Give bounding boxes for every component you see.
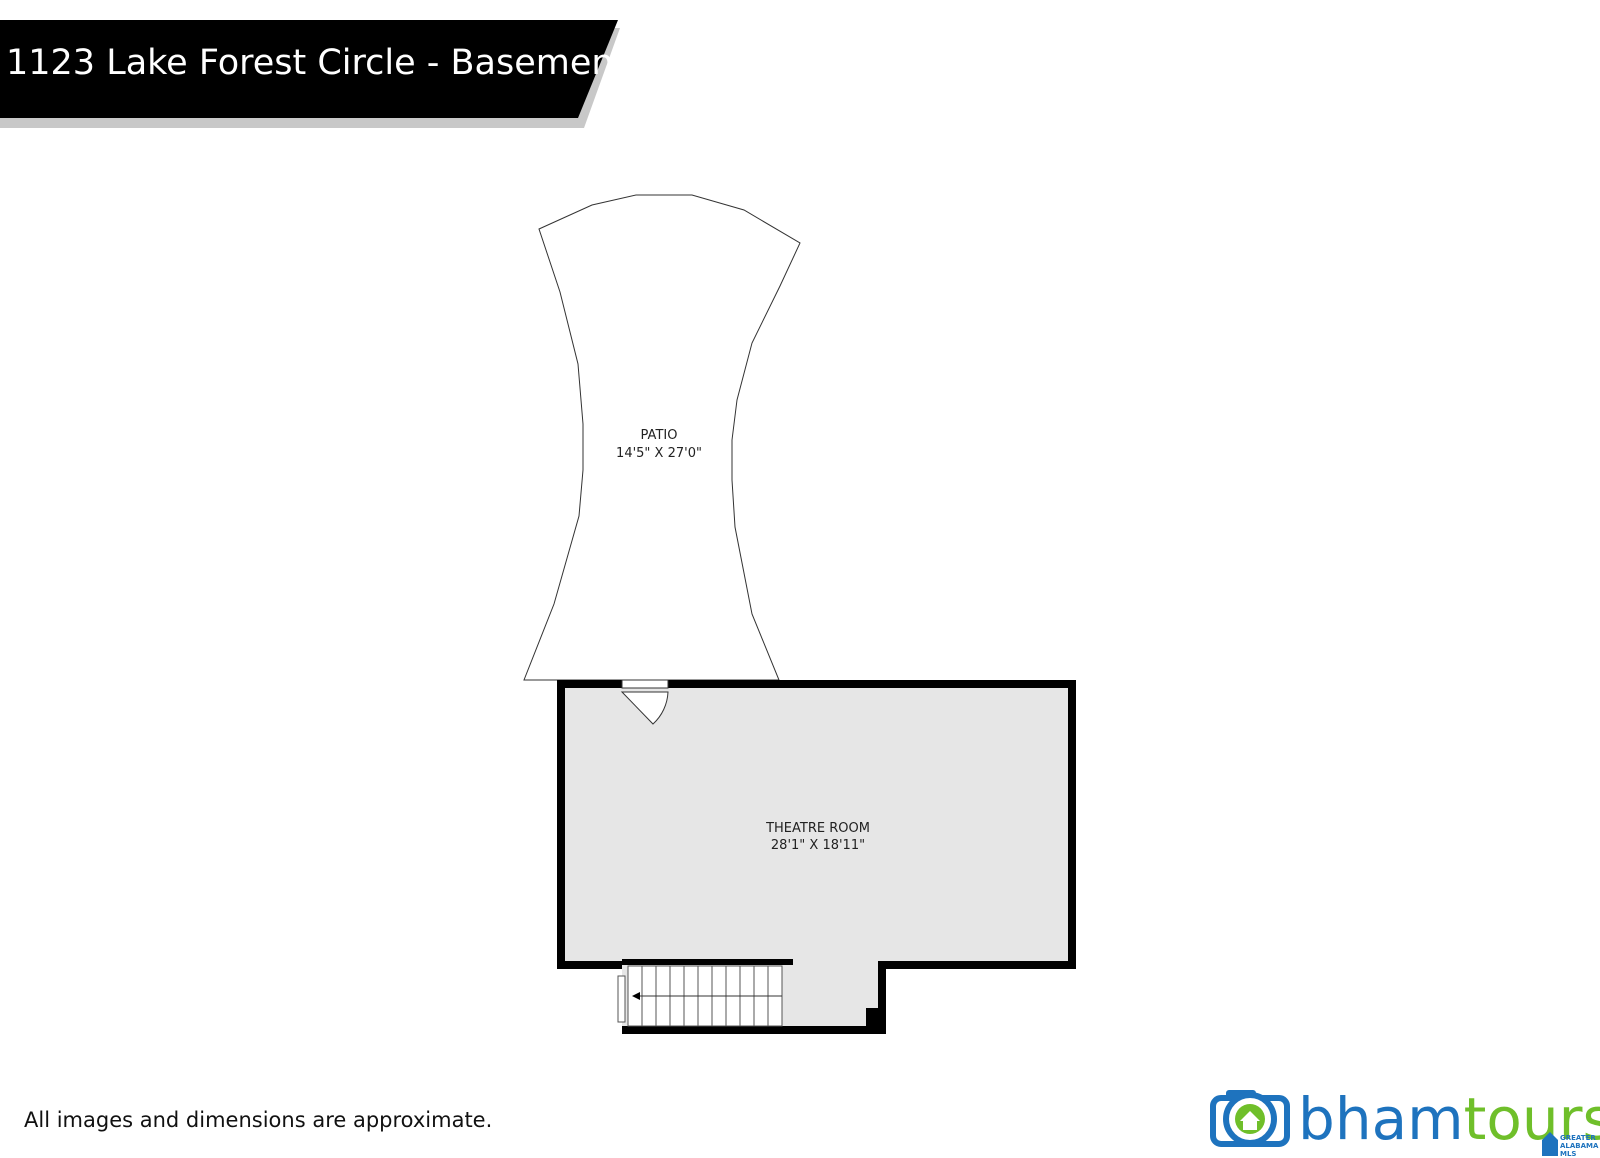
theatre-room-walls (557, 680, 1076, 1034)
mls-house-icon (1542, 1132, 1558, 1156)
page-title: 1123 Lake Forest Circle - Basement (6, 43, 627, 83)
wall-column (866, 1008, 882, 1030)
patio-outline (523, 194, 801, 681)
brand-part-tours: tours (1464, 1085, 1600, 1153)
stair-direction-arrow (632, 992, 640, 1000)
staircase (617, 965, 783, 1027)
door-opening (621, 679, 669, 689)
brand-word: bhamtours (1298, 1085, 1600, 1153)
disclaimer-text: All images and dimensions are approximat… (24, 1108, 493, 1132)
camera-house-icon (1210, 1090, 1290, 1147)
theatre-room-floor (561, 684, 1072, 1030)
mls-line-3: MLS (1560, 1150, 1576, 1158)
mls-line-2: ALABAMA (1560, 1142, 1599, 1150)
patio-label: PATIO (641, 428, 678, 443)
mls-line-1: GREATER (1560, 1134, 1596, 1142)
theatre-room-label: THEATRE ROOM (765, 821, 870, 836)
title-banner-background (0, 20, 618, 118)
door-swing (620, 691, 669, 725)
greater-alabama-mls-badge: GREATER ALABAMA MLS (1542, 1132, 1599, 1158)
patio-area: PATIO 14'5" X 27'0" (523, 194, 801, 681)
theatre-room-dimensions: 28'1" X 18'11" (771, 838, 865, 853)
patio-dimensions: 14'5" X 27'0" (616, 446, 702, 461)
bhamtours-logo: bhamtours GREATER ALABAMA MLS (1210, 1085, 1600, 1158)
stair-rail (617, 975, 626, 1023)
theatre-room: THEATRE ROOM 28'1" X 18'11" (557, 679, 1076, 1034)
brand-part-bham: bham (1298, 1085, 1464, 1153)
title-banner: 1123 Lake Forest Circle - Basement (0, 20, 627, 128)
